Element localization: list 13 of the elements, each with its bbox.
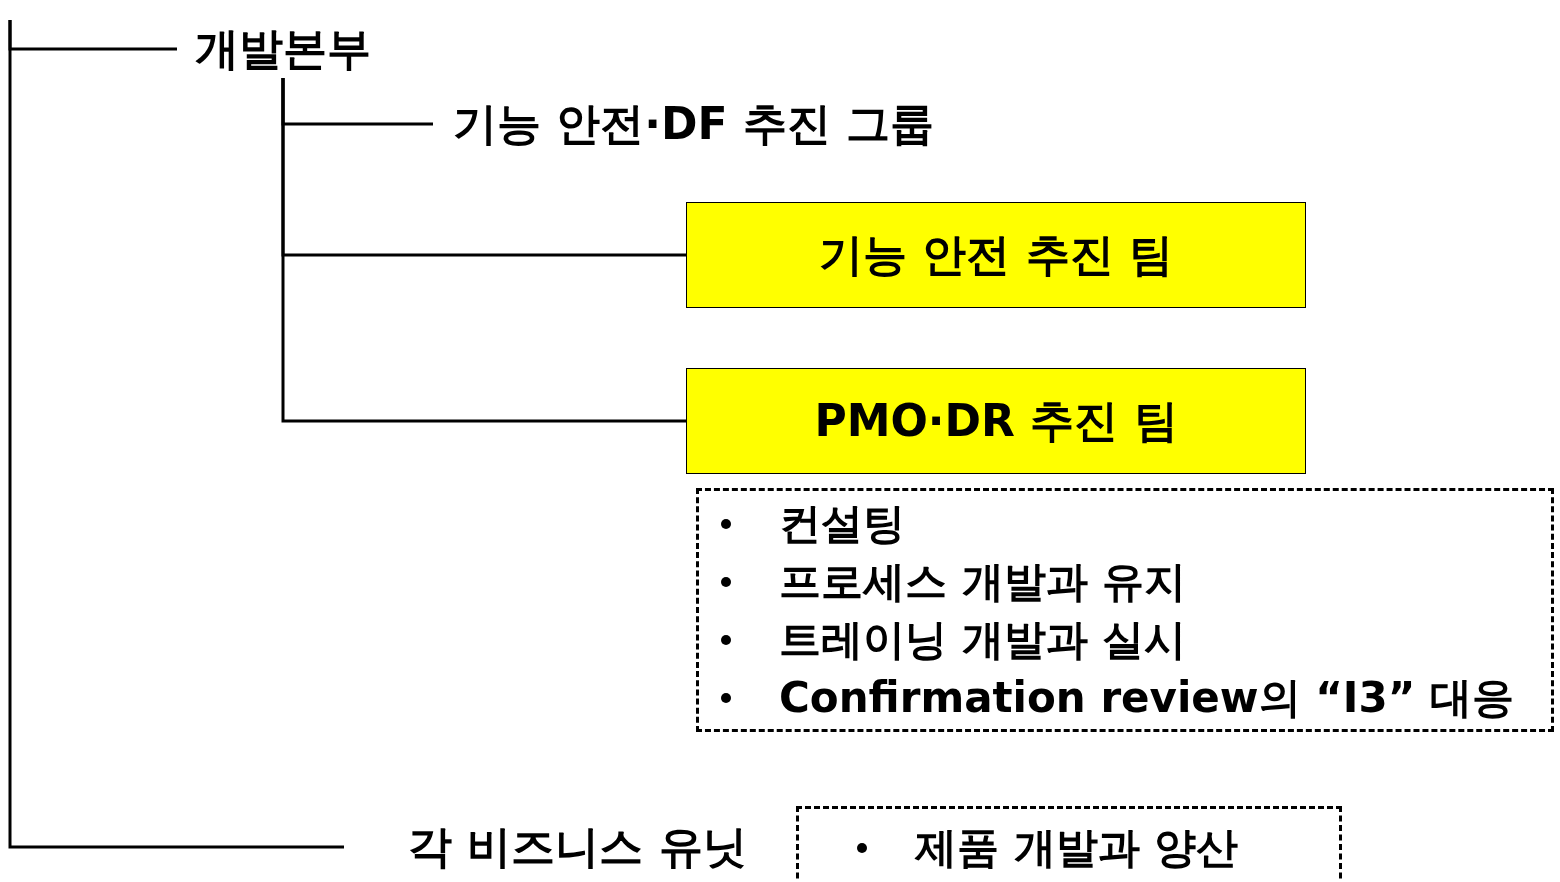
bullet-item: 프로세스 개발과 유지 (699, 553, 1551, 611)
connector-line (8, 20, 344, 849)
bullet-item: 트레이닝 개발과 실시 (699, 611, 1551, 669)
heading-text: 개발본부 (177, 20, 392, 78)
team-box: 기능 안전 추진 팀 (686, 202, 1306, 308)
heading-text: 기능 안전·DF 추진 그룹 (433, 96, 973, 152)
bullet-item: 컨설팅 (699, 495, 1551, 553)
bullet-item: Confirmation review의 “I3” 대응 (699, 669, 1551, 727)
dashed-box (696, 488, 1554, 732)
bullet-item: 제품 개발과 양산 (835, 819, 1339, 877)
heading-text: 각 비즈니스 유닛 (344, 818, 780, 876)
team-box: PMO·DR 추진 팀 (686, 368, 1306, 474)
connector-line (281, 78, 686, 423)
